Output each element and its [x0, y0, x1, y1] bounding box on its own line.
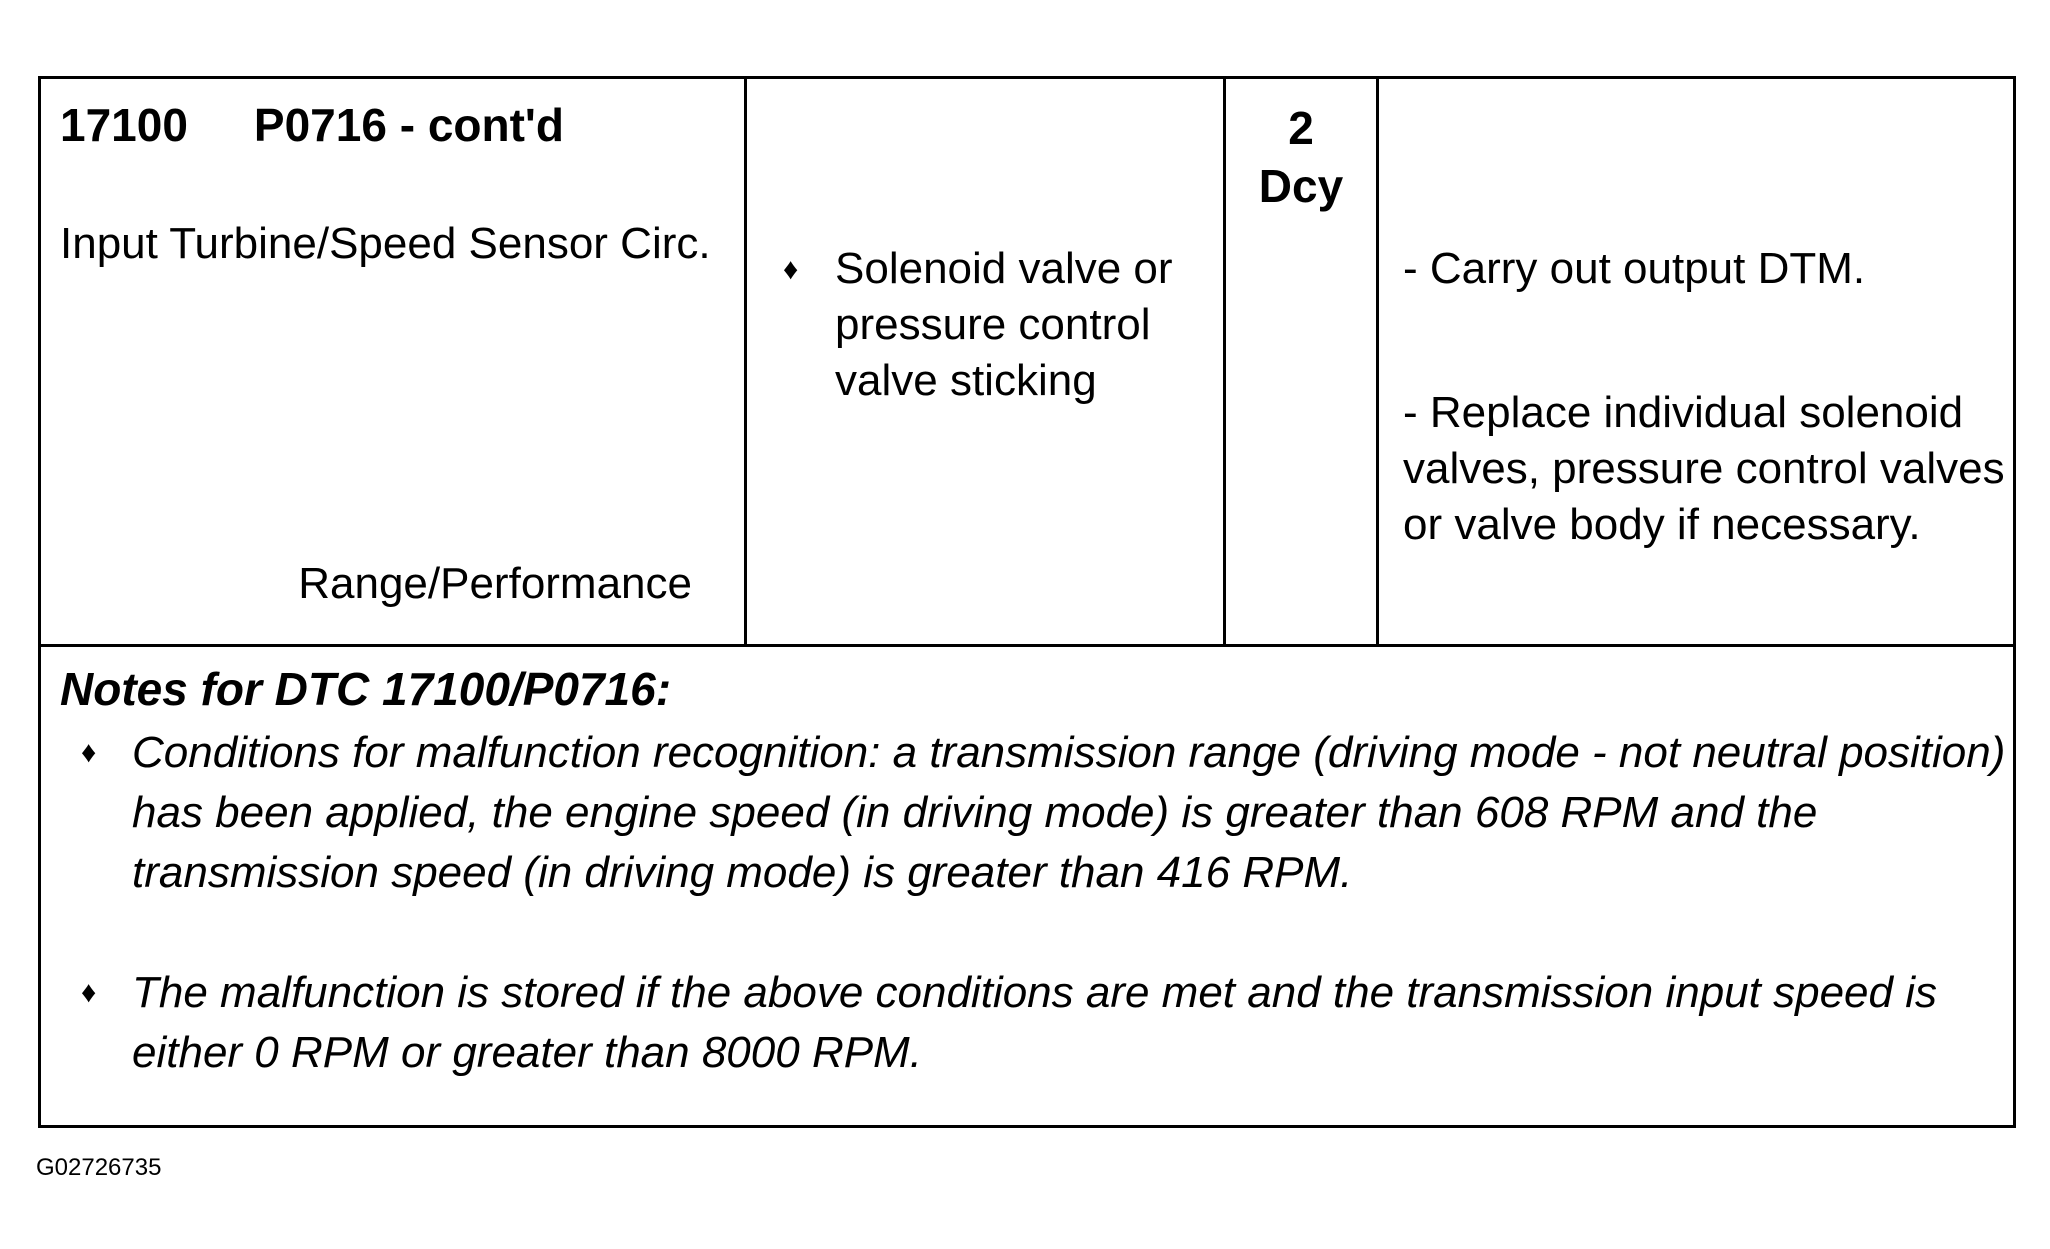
diamond-bullet-icon: ♦ — [81, 736, 97, 769]
drive-cycle-label: 2 Dcy — [1226, 99, 1376, 215]
corrective-action-cell: - Carry out output DTM. - Replace indivi… — [1379, 79, 2016, 644]
diamond-bullet-icon: ♦ — [81, 976, 97, 1009]
diamond-bullet-icon: ♦ — [783, 253, 799, 286]
possible-cause-cell: ♦ Solenoid valve or pressure control val… — [747, 79, 1226, 644]
obd-code: P0716 - cont'd — [253, 99, 564, 151]
dtc-table: 17100 P0716 - cont'd Input Turbine/Speed … — [38, 76, 2016, 1128]
fault-name-continuation: Range/Performance — [298, 559, 692, 608]
possible-cause-text: Solenoid valve or pressure control valve… — [835, 244, 1173, 405]
action-item: - Replace individual solenoid valves, pr… — [1403, 388, 2005, 549]
vag-code: 17100 — [60, 99, 188, 151]
drive-cycle-unit: Dcy — [1258, 160, 1344, 212]
note-text: Conditions for malfunction recognition: … — [132, 728, 2006, 897]
note-text: The malfunction is stored if the above c… — [132, 968, 1937, 1077]
fault-code-cell: 17100 P0716 - cont'd Input Turbine/Speed … — [41, 79, 747, 644]
fault-code-heading: 17100 P0716 - cont'd — [60, 99, 564, 151]
fault-name: Input Turbine/Speed Sensor Circ. — [60, 219, 711, 268]
dtc-row: 17100 P0716 - cont'd Input Turbine/Speed … — [41, 79, 2013, 647]
figure-id: G02726735 — [36, 1154, 162, 1181]
notes-title: Notes for DTC 17100/P0716: — [60, 663, 672, 715]
notes-section: Notes for DTC 17100/P0716: ♦ Conditions … — [41, 647, 2013, 1125]
drive-cycle-number: 2 — [1288, 102, 1314, 154]
drive-cycle-cell: 2 Dcy — [1226, 79, 1379, 644]
action-item: - Carry out output DTM. — [1403, 244, 1866, 293]
